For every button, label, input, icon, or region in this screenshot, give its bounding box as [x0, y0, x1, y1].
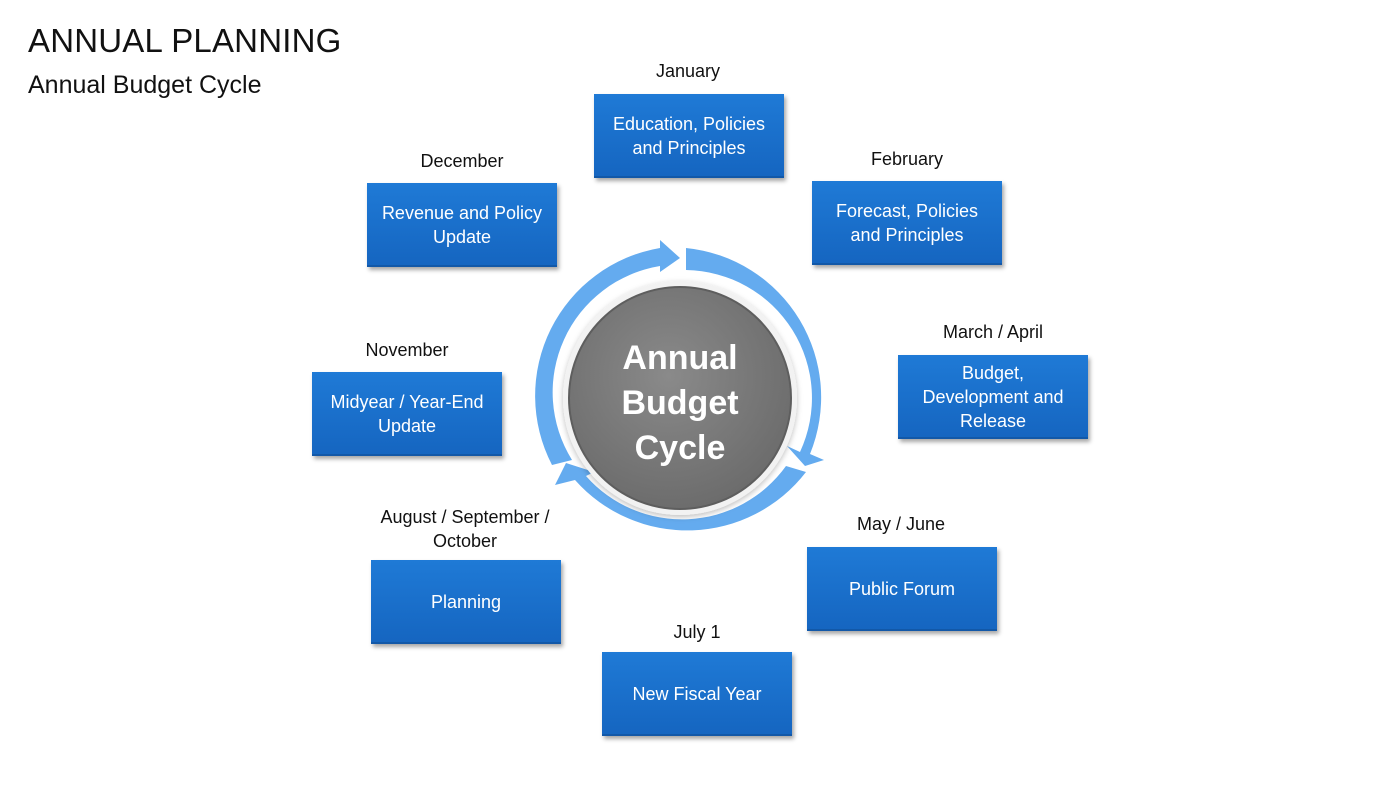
step-label: Revenue and Policy Update: [381, 203, 543, 247]
month-label-december: December: [420, 151, 504, 171]
step-box-january: Education, Policies and Principles: [594, 94, 784, 178]
step-box-march-april: Budget, Development and Release: [898, 355, 1088, 439]
page-subtitle: Annual Budget Cycle: [28, 71, 262, 99]
step-box-november: Midyear / Year-End Update: [312, 372, 502, 456]
cycle-arrow-right: [686, 248, 824, 466]
month-label-february: February: [870, 149, 944, 169]
step-label: Planning: [430, 592, 502, 612]
step-label: Budget, Development and Release: [922, 363, 1064, 431]
month-label-july: July 1: [673, 622, 721, 642]
month-label-may-june: May / June: [856, 514, 946, 534]
step-label: Midyear / Year-End Update: [330, 392, 484, 436]
step-box-december: Revenue and Policy Update: [367, 183, 557, 267]
month-label-august-october: August / September / October: [380, 507, 550, 551]
step-box-august-october: Planning: [371, 560, 561, 644]
step-label: Forecast, Policies and Principles: [835, 201, 979, 245]
step-box-july: New Fiscal Year: [602, 652, 792, 736]
page-title: ANNUAL PLANNING: [28, 22, 342, 59]
month-label-november: November: [365, 340, 449, 360]
step-box-may-june: Public Forum: [807, 547, 997, 631]
cycle-arrow-bottom: [555, 463, 806, 531]
step-label: Education, Policies and Principles: [612, 114, 766, 158]
step-label: New Fiscal Year: [632, 684, 762, 704]
cycle-arrow-left: [535, 240, 680, 465]
month-label-january: January: [655, 61, 721, 81]
step-box-february: Forecast, Policies and Principles: [812, 181, 1002, 265]
center-circle: [568, 286, 792, 510]
center-label: Annual Budget Cycle: [621, 339, 739, 467]
month-label-march-april: March / April: [942, 322, 1044, 342]
step-label: Public Forum: [848, 579, 956, 599]
